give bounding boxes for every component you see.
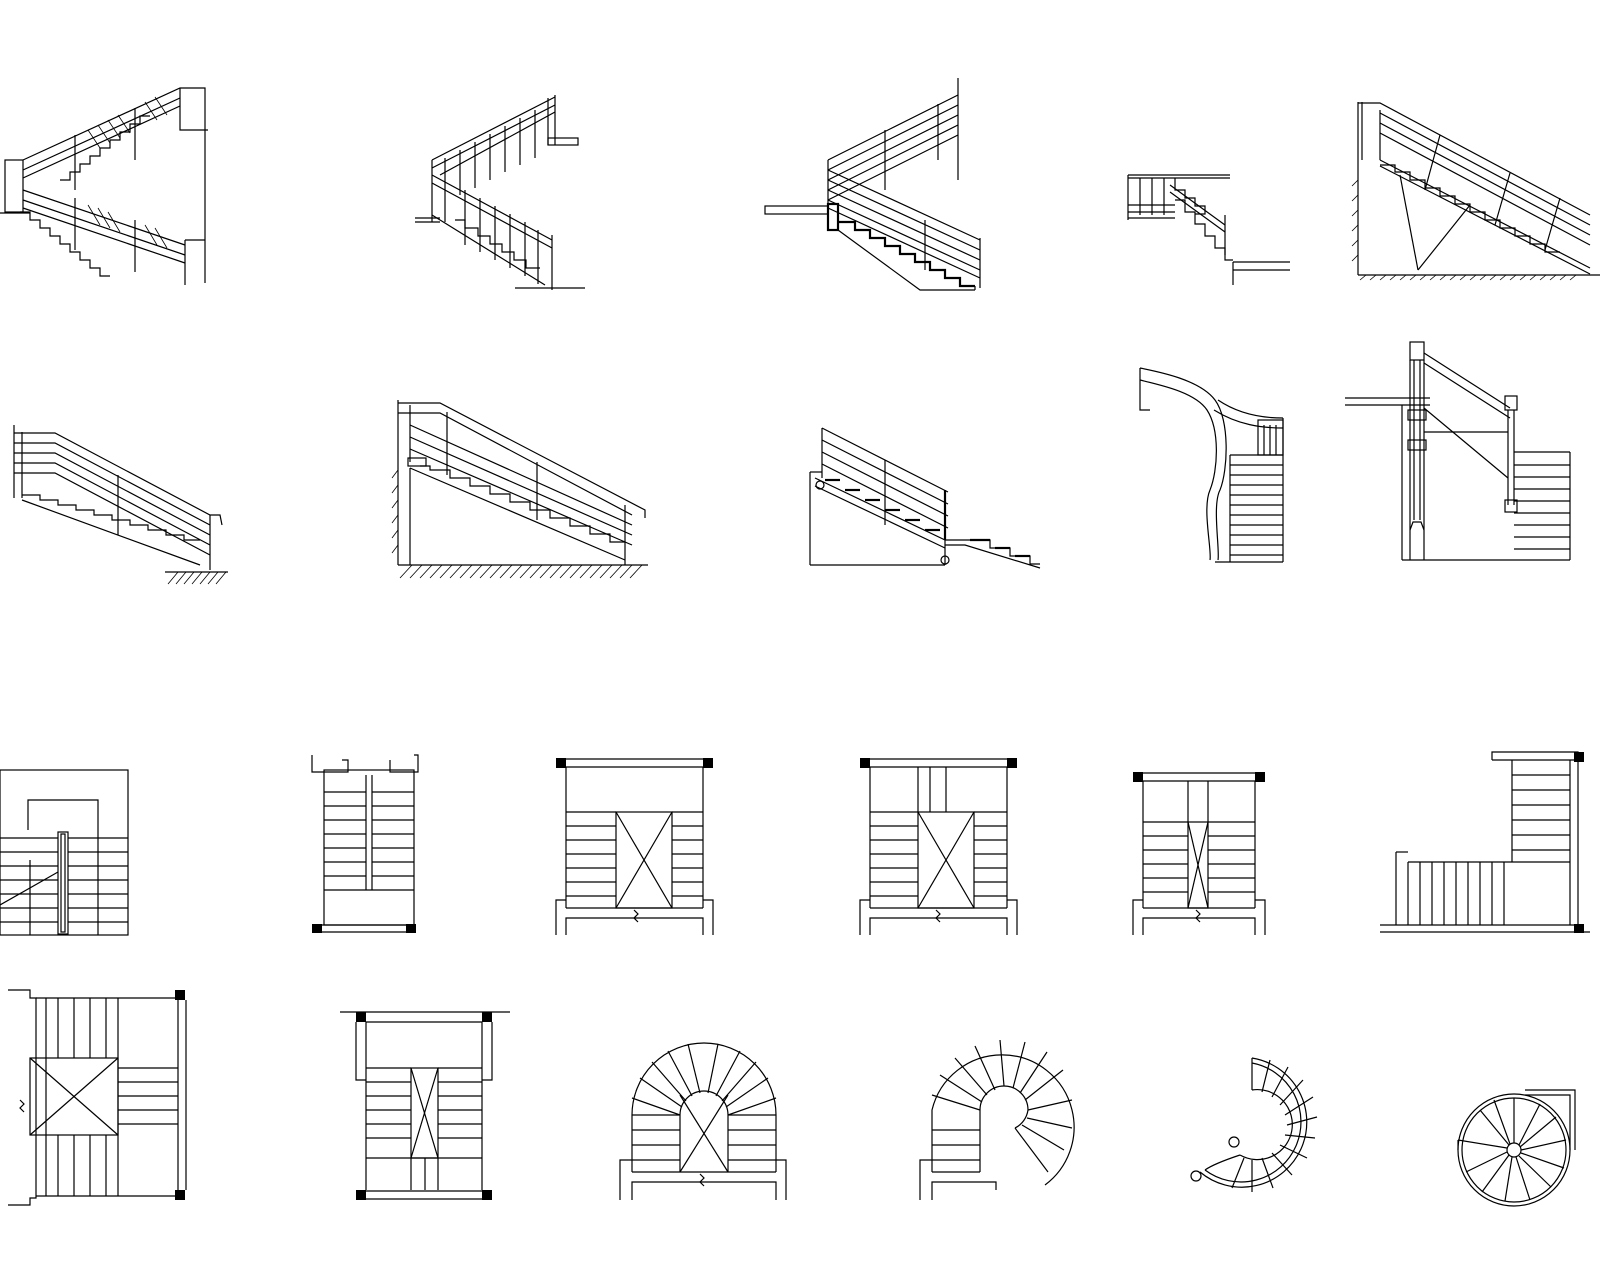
- elevation-newel-stair: [1345, 341, 1571, 561]
- plan-semicircular-stair: [619, 1042, 787, 1200]
- plan-u-stair-left: [0, 769, 129, 936]
- elevation-straight-flight-landing: [391, 400, 648, 579]
- elevation-steel-stringer: [1351, 102, 1600, 281]
- elevation-cantilever-treads: [809, 427, 1041, 569]
- plan-x-void-narrow: [1132, 772, 1266, 935]
- elevation-double-flight: [0, 87, 208, 285]
- plan-spiral-return: [919, 1039, 1075, 1200]
- plan-l-shaped: [1380, 751, 1590, 933]
- plan-three-flight: [8, 989, 187, 1206]
- elevation-small-section: [1127, 174, 1290, 285]
- plan-double-return: [311, 754, 419, 933]
- plan-spiral-corner: [1457, 1089, 1576, 1207]
- elevation-l-stair-balusters: [415, 95, 585, 290]
- elevation-straight-flight-rails: [13, 425, 228, 585]
- plan-x-void-b: [859, 758, 1018, 935]
- plan-spiral-scroll: [1190, 1057, 1318, 1192]
- elevation-stair-horizontal-rails: [764, 78, 981, 291]
- plan-double-return-b: [340, 1011, 510, 1200]
- plan-x-void-a: [555, 758, 714, 935]
- elevation-curved-stair: [1139, 367, 1284, 563]
